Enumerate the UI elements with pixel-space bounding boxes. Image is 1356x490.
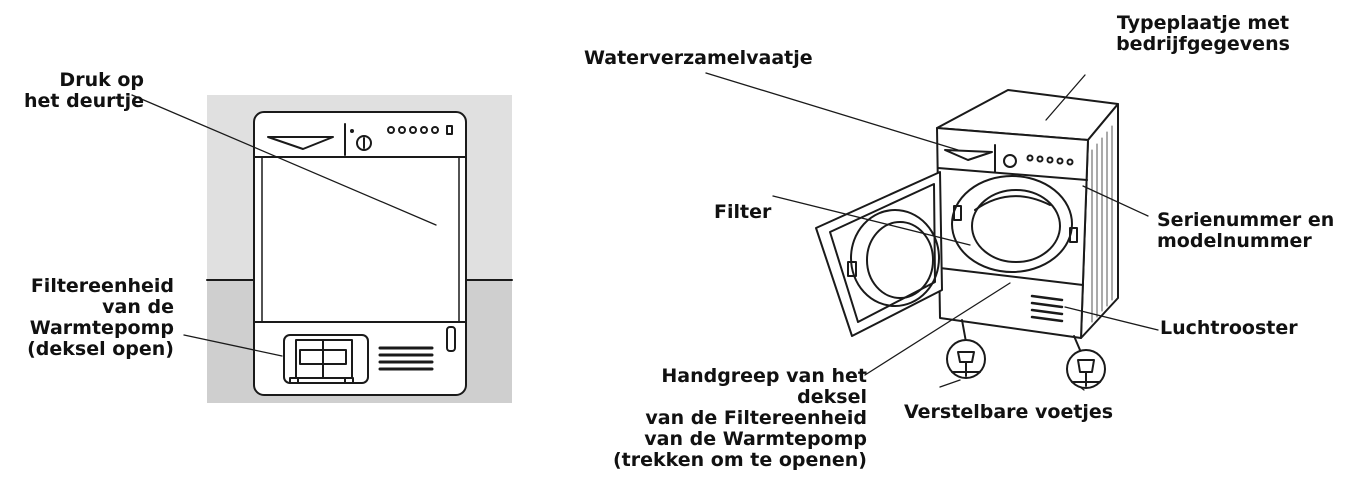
label-filtereenheid-warmtepomp: Filtereenheid van de Warmtepomp (deksel … (27, 275, 174, 360)
label-typeplaatje: Typeplaatje met bedrijfgegevens (1116, 12, 1290, 55)
label-filter: Filter (714, 201, 772, 223)
label-serienummer-modelnummer: Serienummer en modelnummer (1157, 209, 1335, 252)
label-handgreep-deksel: Handgreep van het deksel van de Filteree… (612, 365, 867, 471)
label-verstelbare-voetjes: Verstelbare voetjes (904, 401, 1114, 423)
label-luchtrooster: Luchtrooster (1160, 317, 1298, 339)
label-druk-op-het-deurtje: Druk op het deurtje (24, 69, 144, 112)
label-waterverzamelvaatje: Waterverzamelvaatje (584, 47, 813, 69)
leader-lines (131, 72, 1159, 391)
front-view-dryer (206, 95, 513, 403)
perspective-dryer (815, 89, 1119, 389)
